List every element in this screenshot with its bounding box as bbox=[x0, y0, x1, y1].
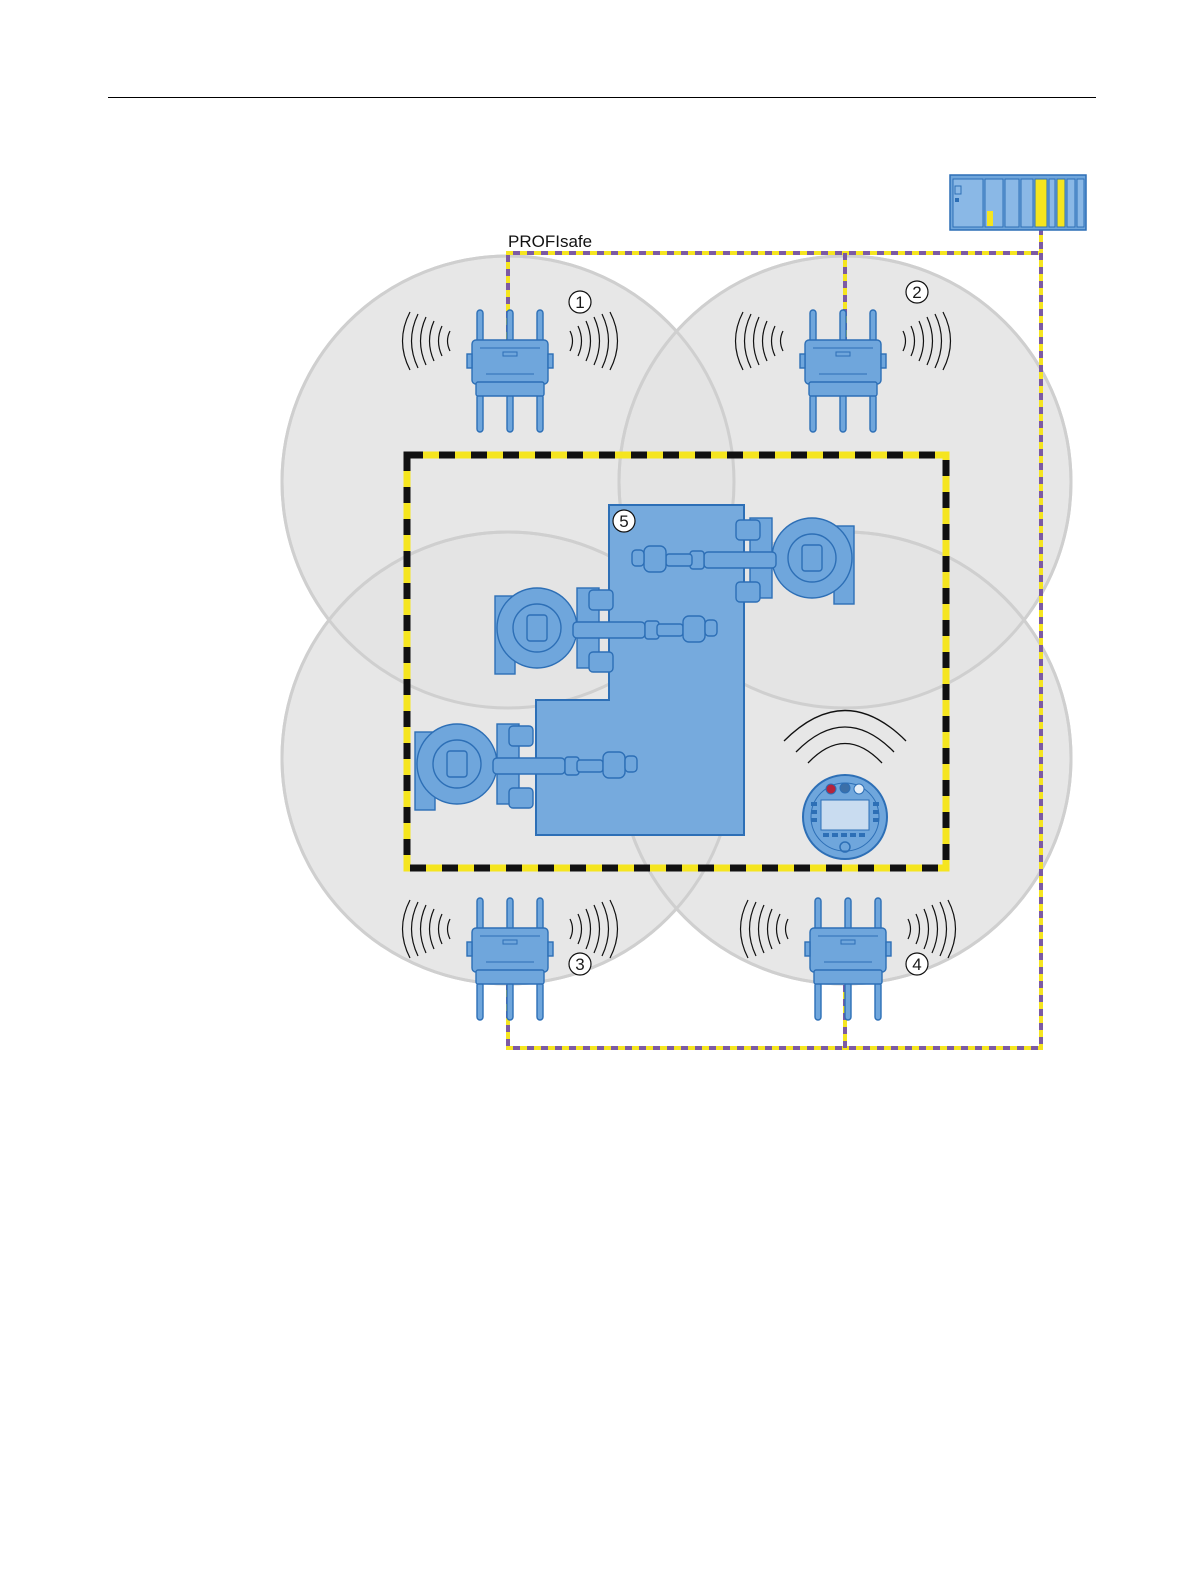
wireless-access-point-icon bbox=[467, 898, 553, 1020]
callout-2-label: 2 bbox=[912, 283, 921, 302]
wireless-access-point-icon bbox=[805, 898, 891, 1020]
callout-3-label: 3 bbox=[575, 955, 584, 974]
wireless-access-point-icon bbox=[467, 310, 553, 432]
callout-5-label: 5 bbox=[619, 512, 628, 531]
protocol-label: PROFIsafe bbox=[508, 232, 592, 251]
callout-2: 2 bbox=[906, 281, 928, 303]
callout-1-label: 1 bbox=[575, 293, 584, 312]
callout-4-label: 4 bbox=[912, 955, 921, 974]
callout-4: 4 bbox=[906, 953, 928, 975]
callout-5: 5 bbox=[613, 510, 635, 532]
callout-1: 1 bbox=[569, 291, 591, 313]
plc-rack-icon bbox=[950, 175, 1086, 230]
wireless-access-point-icon bbox=[800, 310, 886, 432]
callout-3: 3 bbox=[569, 953, 591, 975]
mobile-panel-icon bbox=[803, 775, 887, 859]
